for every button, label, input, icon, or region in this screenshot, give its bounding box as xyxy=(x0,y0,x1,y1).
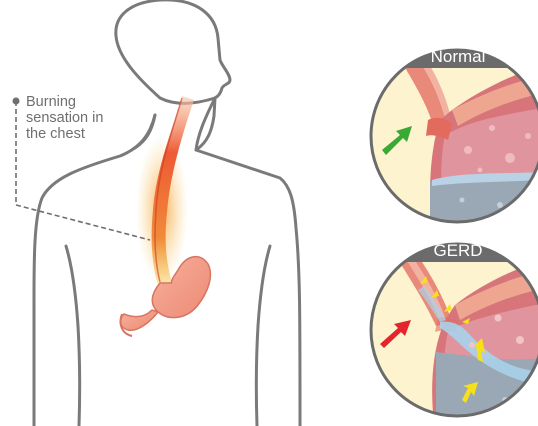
callout-line-1: Burning xyxy=(26,94,136,110)
gerd-panel xyxy=(370,238,538,425)
callout-line-2: sensation in xyxy=(26,110,136,126)
burning-sensation-callout: Burning sensation in the chest xyxy=(26,94,136,142)
burning-esophagus xyxy=(136,96,194,285)
callout-line-3: the chest xyxy=(26,126,136,142)
normal-panel xyxy=(370,44,538,230)
gerd-label: GERD xyxy=(433,241,482,260)
normal-label: Normal xyxy=(431,47,486,66)
